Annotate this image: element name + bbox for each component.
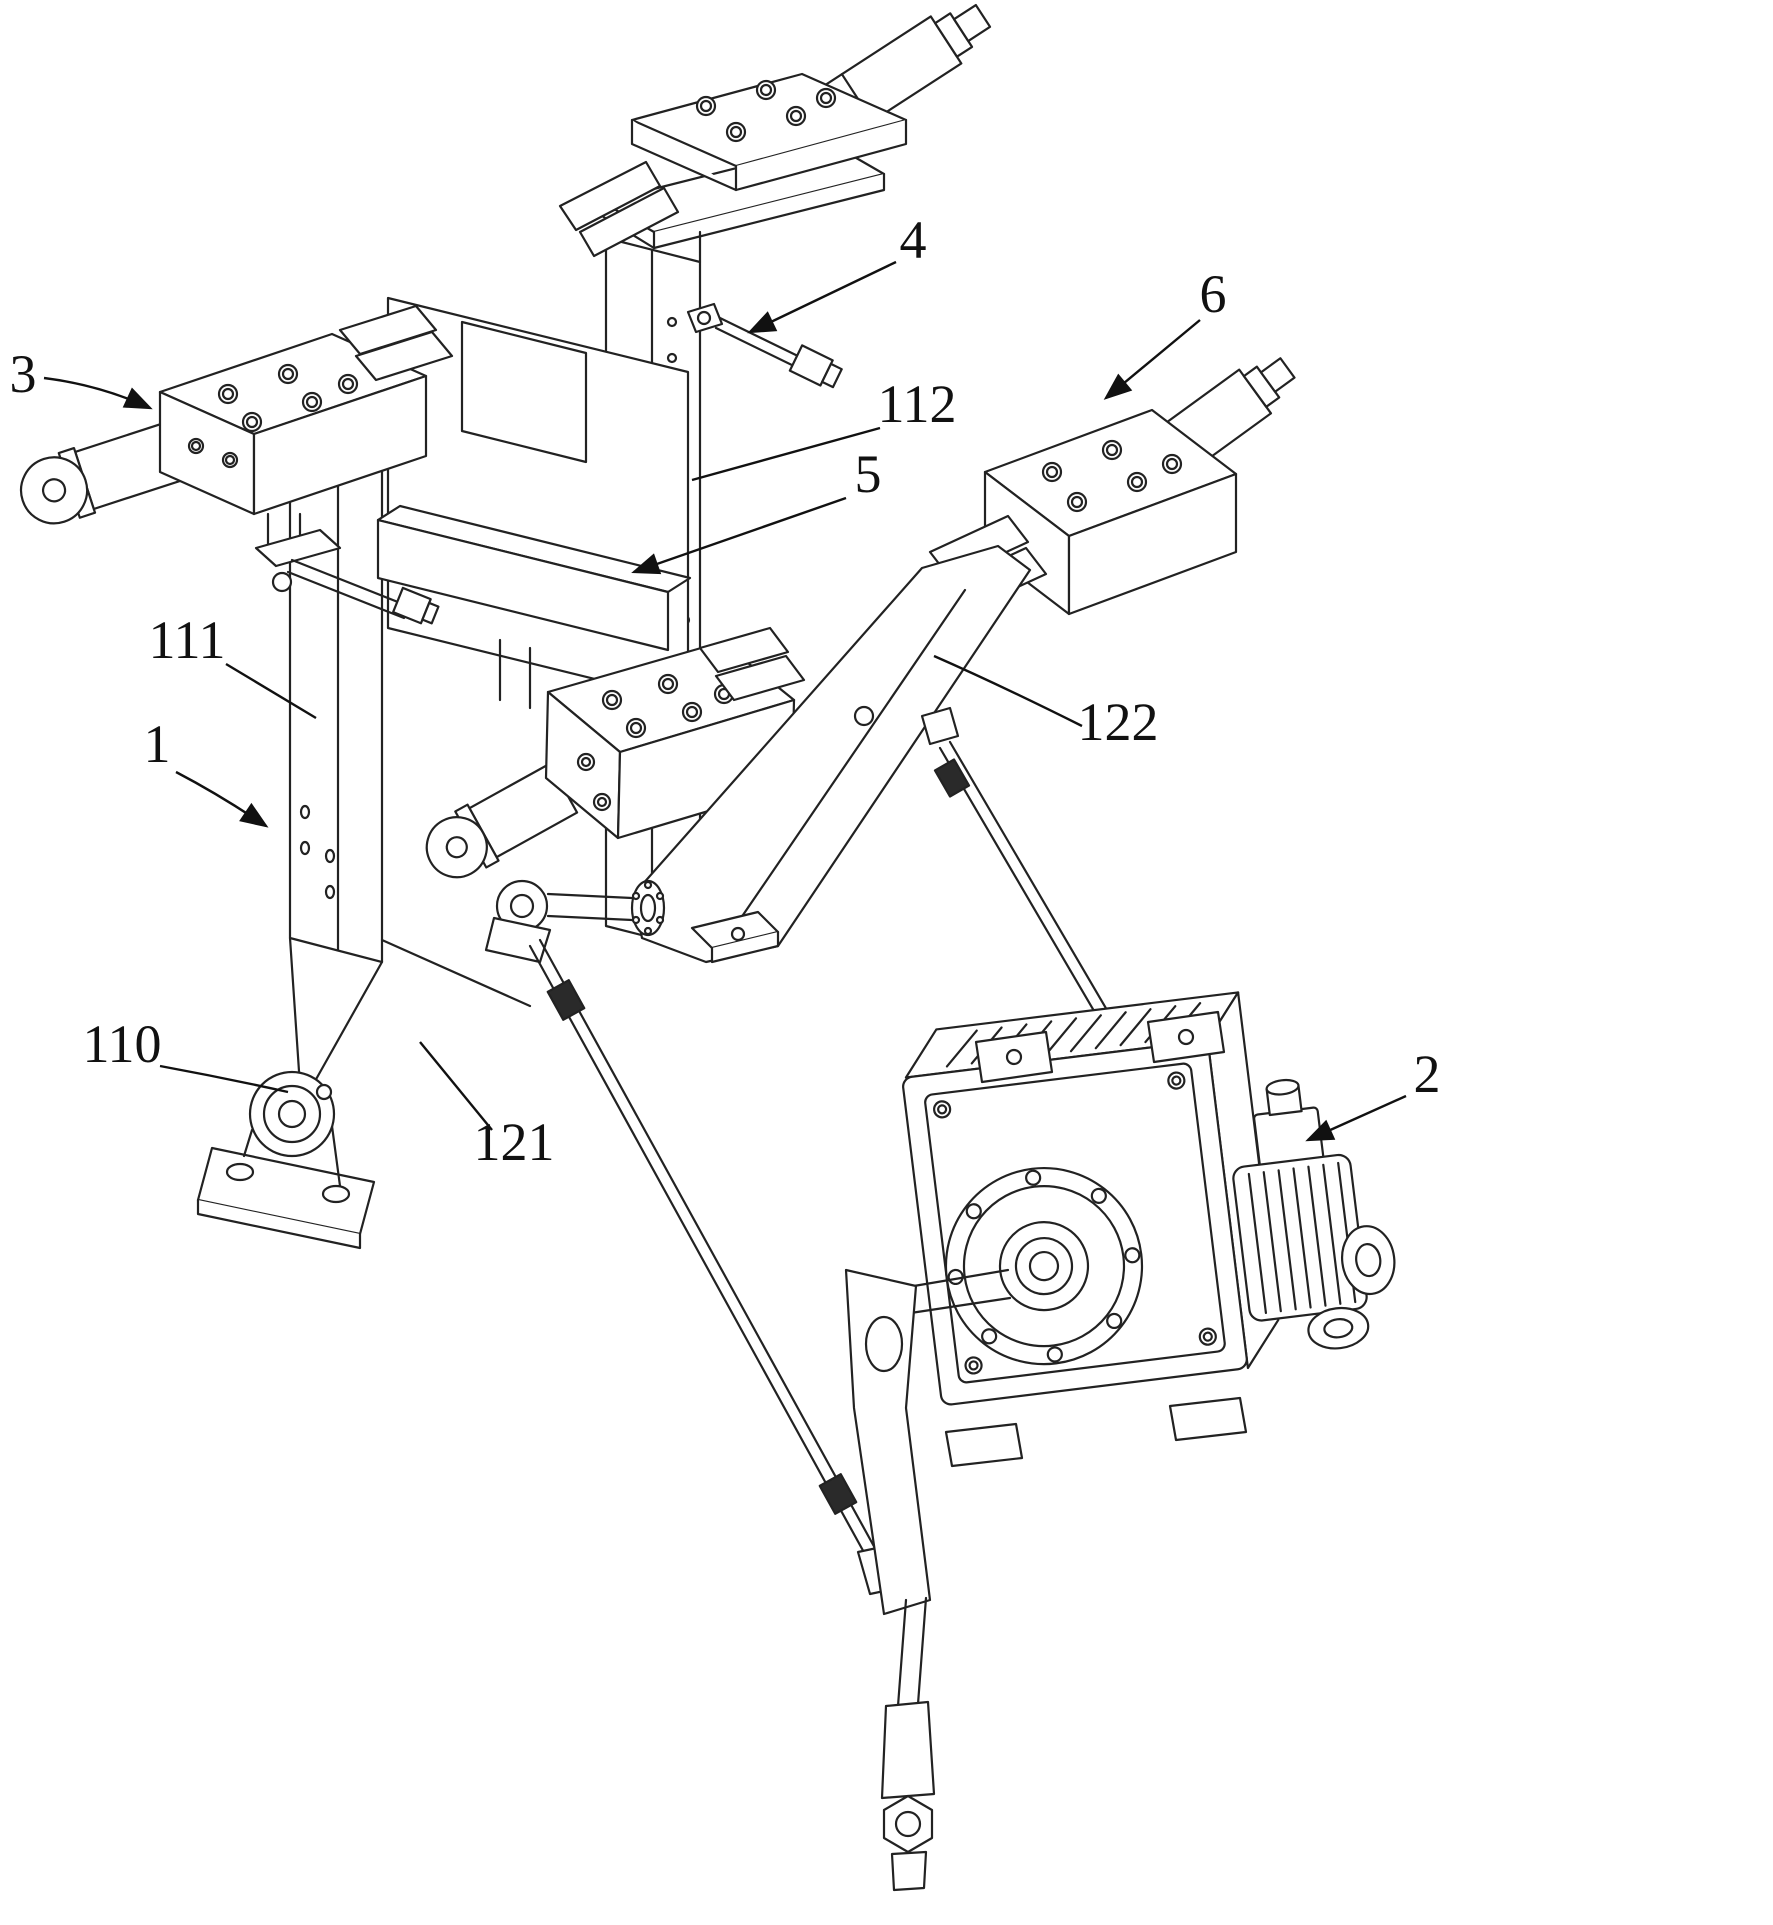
ref-label-4: 4 [900, 210, 927, 270]
gearbox-brackets [944, 1010, 1248, 1468]
upper-clamp-unit [558, 3, 992, 264]
leader-112 [691, 426, 881, 482]
ref-label-122: 122 [1078, 692, 1159, 752]
ref-label-1: 1 [144, 714, 171, 774]
leader-2 [1305, 1094, 1407, 1142]
middle-clamp-cylinder [425, 762, 579, 879]
drive-motor [1232, 1078, 1396, 1350]
leader-5 [631, 496, 847, 575]
leader-111 [225, 662, 317, 720]
connecting-rod-4 [686, 302, 843, 389]
mounting-foot [690, 910, 780, 964]
left-clamp-cylinder [19, 421, 187, 525]
ref-label-111: 111 [149, 610, 226, 670]
right-clamp-unit [928, 357, 1296, 616]
ref-label-3: 3 [10, 344, 37, 404]
leader-6 [1103, 319, 1201, 400]
ref-label-2: 2 [1414, 1044, 1441, 1104]
frame-plate-assembly [288, 236, 702, 1092]
leader-3 [43, 376, 153, 410]
middle-clamp-unit [425, 626, 806, 879]
leader-1 [175, 770, 269, 828]
leader-lines [43, 260, 1407, 1142]
ref-label-112: 112 [878, 374, 957, 434]
ref-label-121: 121 [474, 1112, 555, 1172]
crank-arm [844, 1268, 1012, 1892]
leader-110 [159, 1064, 289, 1094]
gear-reducer [902, 991, 1280, 1406]
ref-label-110: 110 [83, 1014, 162, 1074]
leader-4 [747, 260, 897, 334]
left-clamp-unit [19, 304, 454, 625]
swing-arm [484, 544, 1032, 964]
leader-121 [419, 1041, 493, 1131]
ref-label-6: 6 [1200, 264, 1227, 324]
reference-labels: 3 4 6 112 5 111 1 122 110 121 2 [10, 210, 1441, 1172]
tie-rod-long [528, 938, 910, 1596]
leader-122 [933, 654, 1083, 728]
ref-label-5: 5 [855, 444, 882, 504]
pillow-block-bearing [196, 1070, 376, 1250]
